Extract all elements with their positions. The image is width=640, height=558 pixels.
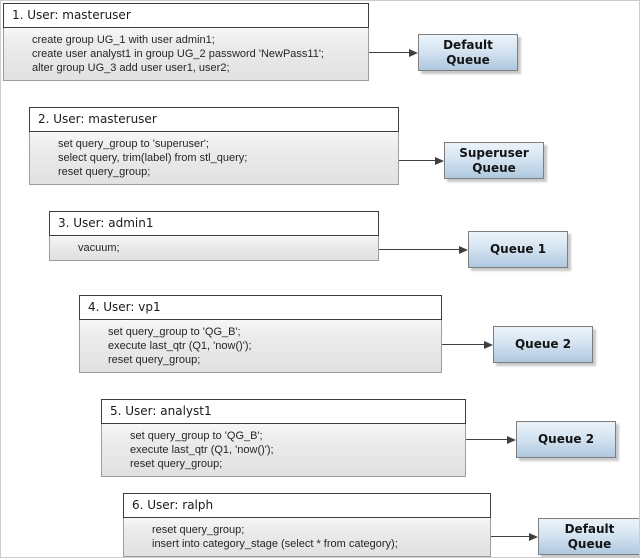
sql-statements: vacuum; (49, 236, 379, 261)
sql-statements: reset query_group; insert into category_… (123, 518, 491, 557)
sql-line: create group UG_1 with user admin1; (32, 34, 215, 46)
arrow-head-icon (409, 48, 418, 57)
queue-box-queue2-second: Queue 2 (516, 421, 616, 458)
arrow-head-icon (507, 435, 516, 444)
flow-box-3-admin1: 3. User: admin1 vacuum; (49, 211, 379, 261)
sql-line: reset query_group; (108, 354, 201, 366)
flow-title: 4. User: vp1 (79, 295, 442, 320)
arrow-line (466, 438, 507, 441)
sql-line: set query_group to 'superuser'; (58, 138, 209, 150)
arrow-line (399, 159, 435, 162)
flow-box-5-analyst1: 5. User: analyst1 set query_group to 'QG… (101, 399, 466, 477)
arrow-line (379, 248, 459, 251)
flow-box-6-ralph: 6. User: ralph reset query_group; insert… (123, 493, 491, 557)
sql-line: set query_group to 'QG_B'; (130, 430, 263, 442)
flow-box-1-masteruser: 1. User: masteruser create group UG_1 wi… (3, 3, 369, 81)
sql-statements: create group UG_1 with user admin1; crea… (3, 28, 369, 81)
arrow-to-default-queue-2 (491, 532, 538, 541)
sql-line: execute last_qtr (Q1, 'now()'); (130, 444, 274, 456)
sql-line: create user analyst1 in group UG_2 passw… (32, 48, 324, 60)
sql-line: reset query_group; (58, 166, 151, 178)
sql-line: set query_group to 'QG_B'; (108, 326, 241, 338)
flow-title: 1. User: masteruser (3, 3, 369, 28)
arrow-line (442, 343, 484, 346)
flow-title: 5. User: analyst1 (101, 399, 466, 424)
arrow-to-queue-1 (379, 245, 468, 254)
queue-box-default-1: Default Queue (418, 34, 518, 71)
sql-line: reset query_group; (152, 524, 245, 536)
arrow-head-icon (435, 156, 444, 165)
flow-title: 3. User: admin1 (49, 211, 379, 236)
flow-title: 2. User: masteruser (29, 107, 399, 132)
arrow-line (491, 535, 529, 538)
sql-line: execute last_qtr (Q1, 'now()'); (108, 340, 252, 352)
queue-box-queue2-first: Queue 2 (493, 326, 593, 363)
sql-line: vacuum; (78, 242, 120, 254)
queue-box-queue1: Queue 1 (468, 231, 568, 268)
arrow-head-icon (484, 340, 493, 349)
arrow-head-icon (459, 245, 468, 254)
queue-box-default-2: Default Queue (538, 518, 639, 555)
sql-statements: set query_group to 'QG_B'; execute last_… (79, 320, 442, 373)
sql-statements: set query_group to 'QG_B'; execute last_… (101, 424, 466, 477)
arrow-line (369, 51, 409, 54)
arrow-to-default-queue-1 (369, 48, 418, 57)
sql-line: insert into category_stage (select * fro… (152, 538, 398, 550)
flow-box-2-masteruser: 2. User: masteruser set query_group to '… (29, 107, 399, 185)
sql-line: reset query_group; (130, 458, 223, 470)
sql-statements: set query_group to 'superuser'; select q… (29, 132, 399, 185)
arrow-head-icon (529, 532, 538, 541)
arrow-to-queue-2-second (466, 435, 516, 444)
sql-line: select query, trim(label) from stl_query… (58, 152, 248, 164)
flow-box-4-vp1: 4. User: vp1 set query_group to 'QG_B'; … (79, 295, 442, 373)
flow-title: 6. User: ralph (123, 493, 491, 518)
arrow-to-superuser-queue (399, 156, 444, 165)
arrow-to-queue-2-first (442, 340, 493, 349)
queue-box-superuser: Superuser Queue (444, 142, 544, 179)
sql-line: alter group UG_3 add user user1, user2; (32, 62, 230, 74)
